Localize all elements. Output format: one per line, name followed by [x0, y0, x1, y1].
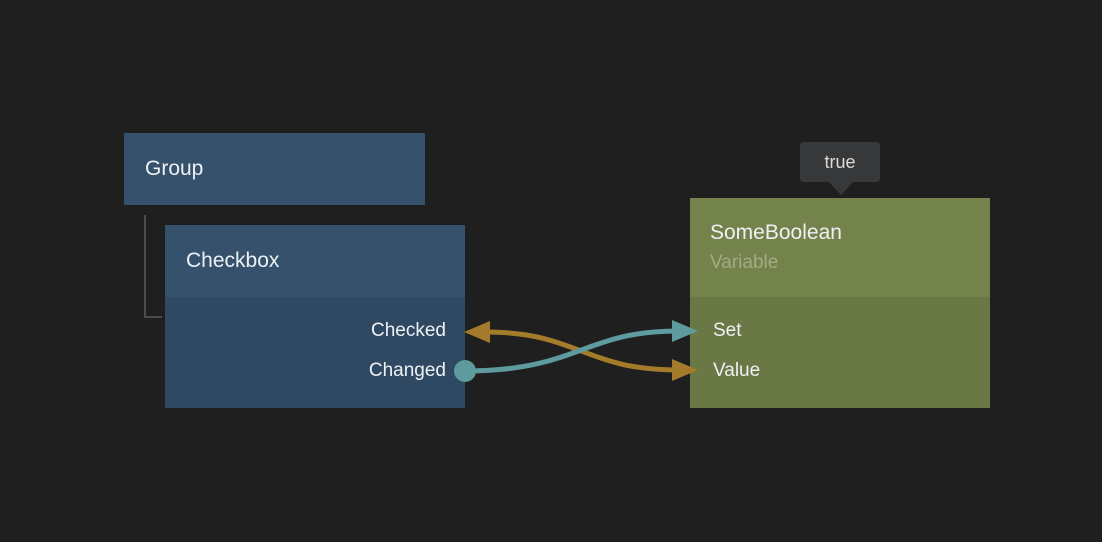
hierarchy-line-horizontal: [144, 316, 162, 318]
node-checkbox-title: Checkbox: [186, 249, 280, 272]
wire-checked-value-binding[interactable]: [485, 329, 679, 373]
node-group-title: Group: [145, 157, 204, 180]
port-changed[interactable]: Changed: [368, 360, 446, 381]
tooltip-pointer-icon: [829, 182, 853, 195]
port-set[interactable]: Set: [713, 320, 742, 341]
node-variable[interactable]: SomeBoolean Variable Set Value: [690, 198, 990, 408]
wire-changed-to-set[interactable]: [464, 328, 679, 374]
node-variable-body: Set Value: [690, 297, 990, 391]
node-checkbox[interactable]: Checkbox Checked Changed: [165, 225, 465, 408]
port-value[interactable]: Value: [713, 360, 761, 381]
node-checkbox-header: Checkbox: [165, 225, 465, 297]
arrowhead-into-checked-icon: [464, 321, 490, 343]
value-tooltip-text: true: [824, 151, 856, 172]
node-group[interactable]: Group: [124, 133, 425, 205]
node-variable-header: SomeBoolean Variable: [690, 198, 990, 297]
node-variable-subtitle: Variable: [710, 251, 779, 273]
node-checkbox-body: Checked Changed: [165, 297, 465, 391]
node-variable-title: SomeBoolean: [710, 220, 842, 244]
hierarchy-line-vertical: [144, 215, 146, 318]
port-checked[interactable]: Checked: [371, 320, 446, 341]
node-group-header: Group: [124, 133, 425, 205]
value-tooltip: true: [800, 142, 880, 182]
